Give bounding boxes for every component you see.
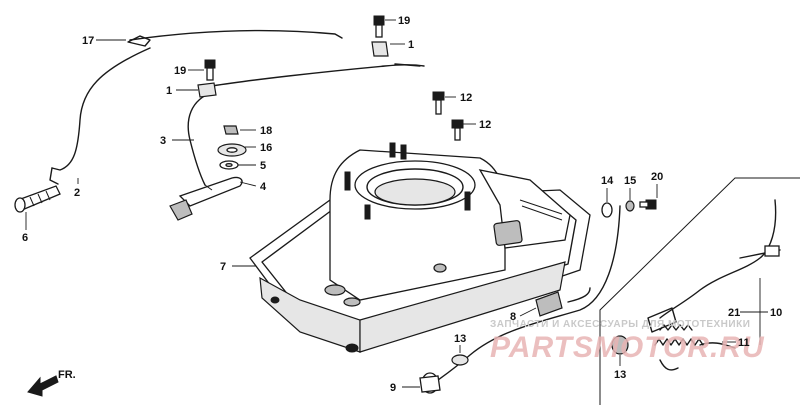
callout-16: 16 [260,142,272,154]
right-assembly-frame [599,177,800,405]
bolt-12-upper [432,91,445,115]
washer-16 [217,143,247,157]
nut-18 [223,125,239,135]
clamp-upper [371,15,389,57]
callout-11: 11 [738,337,750,349]
front-arrow-icon [27,375,59,397]
callout-18: 18 [260,125,272,137]
callout-5: 5 [260,160,266,172]
callout-12-upper: 12 [460,92,472,104]
washer-15 [625,200,635,212]
callout-3: 3 [160,135,166,147]
callout-14: 14 [601,175,614,187]
callout-21: 21 [728,307,740,319]
cap-13 [611,335,629,355]
watermark-logo: PARTSMOTOR.RU [490,331,765,364]
lever-4 [169,176,243,221]
main-housing [249,142,591,353]
callout-19-upper: 19 [398,15,410,27]
callout-4: 4 [260,181,267,193]
callout-12-lower: 12 [479,119,491,131]
washer-14 [601,202,613,218]
callout-1-lower: 1 [166,85,172,97]
callout-17: 17 [82,35,94,47]
front-direction-indicator: FR. [27,369,76,397]
screw-20 [639,199,657,210]
callout-19-lower: 19 [174,65,186,77]
bolt-12-lower [451,119,464,141]
callout-7: 7 [220,261,226,273]
watermark-tagline: ЗАПЧАСТИ И АКСЕССУАРЫ ДЛЯ МОТОТЕХНИКИ [490,319,750,330]
callout-10: 10 [770,307,782,319]
callout-2: 2 [74,187,80,199]
watermark: ЗАПЧАСТИ И АКСЕССУАРЫ ДЛЯ МОТОТЕХНИКИ PA… [490,319,765,364]
leader-lines [25,19,768,388]
grommet-8 [535,291,563,317]
callout-20: 20 [651,171,663,183]
throttle-cable-upper [127,29,343,47]
callout-13-upper: 13 [454,333,466,345]
callout-13-lower: 13 [614,369,626,381]
callout-6: 6 [22,232,28,244]
clamp-lower [197,59,217,98]
washer-5 [219,160,239,170]
pin-6 [14,185,61,213]
control-rod [49,47,151,185]
front-label: FR. [58,369,76,381]
callout-labels: 17 19 19 1 1 12 12 3 18 16 5 4 2 6 7 14 … [22,15,782,394]
callout-15: 15 [624,175,636,187]
callout-9: 9 [390,382,396,394]
callout-8: 8 [510,311,516,323]
callout-1-upper: 1 [408,39,414,51]
lower-cable [419,205,621,394]
